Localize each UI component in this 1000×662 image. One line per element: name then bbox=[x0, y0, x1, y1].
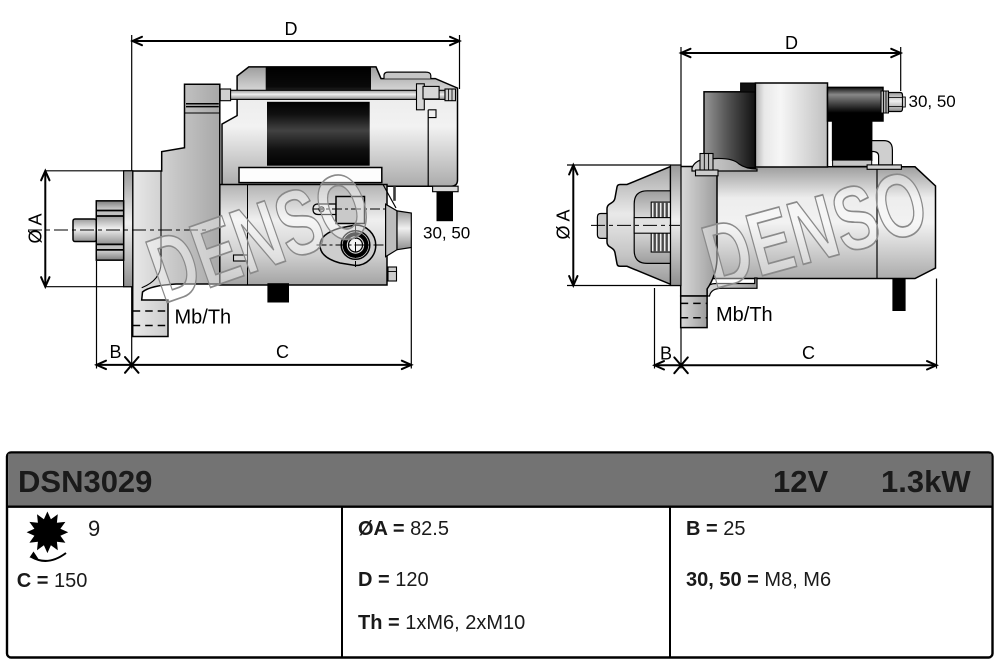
svg-text:9: 9 bbox=[88, 516, 100, 541]
svg-text:Mb/Th: Mb/Th bbox=[716, 304, 773, 326]
svg-text:Ø A: Ø A bbox=[26, 213, 46, 243]
svg-text:30, 50 = M8, M6: 30, 50 = M8, M6 bbox=[686, 569, 831, 591]
svg-text:C = 150: C = 150 bbox=[17, 570, 88, 592]
svg-text:Mb/Th: Mb/Th bbox=[175, 307, 232, 329]
svg-text:Ø A: Ø A bbox=[554, 209, 574, 239]
svg-text:B: B bbox=[110, 342, 122, 362]
svg-text:30, 50: 30, 50 bbox=[423, 224, 470, 243]
svg-text:D = 120: D = 120 bbox=[358, 569, 429, 591]
svg-text:1.3kW: 1.3kW bbox=[881, 464, 971, 499]
svg-text:C: C bbox=[802, 343, 815, 363]
svg-text:12V: 12V bbox=[773, 464, 828, 499]
svg-text:B: B bbox=[660, 344, 672, 364]
svg-text:30, 50: 30, 50 bbox=[909, 92, 956, 111]
svg-text:ØA = 82.5: ØA = 82.5 bbox=[358, 518, 449, 540]
svg-text:Th = 1xM6, 2xM10: Th = 1xM6, 2xM10 bbox=[358, 612, 525, 634]
svg-text:D: D bbox=[785, 33, 798, 53]
svg-text:B = 25: B = 25 bbox=[686, 518, 746, 540]
svg-text:DSN3029: DSN3029 bbox=[18, 464, 152, 499]
svg-text:C: C bbox=[276, 342, 289, 362]
svg-text:D: D bbox=[285, 19, 298, 39]
